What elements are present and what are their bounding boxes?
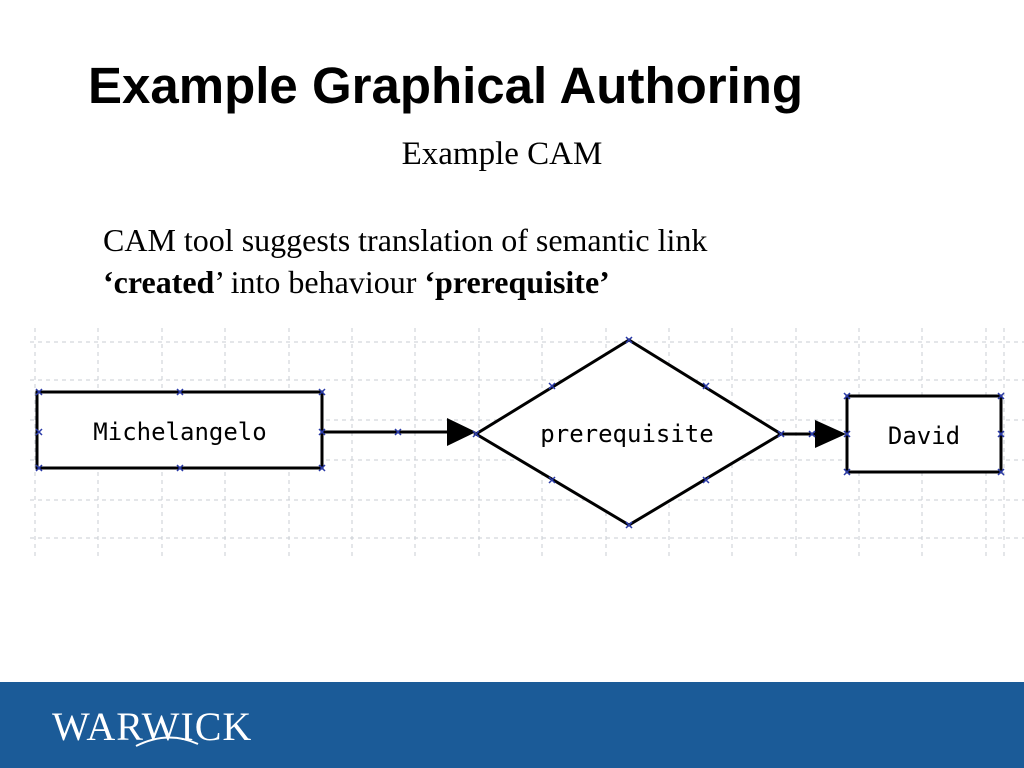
selection-handle-icon[interactable] <box>625 521 633 529</box>
term-created: created <box>113 264 215 300</box>
slide-subtitle: Example CAM <box>401 136 603 172</box>
selection-handle-icon[interactable] <box>808 430 816 438</box>
cam-diagram: Michelangelo prerequisite David <box>30 328 1024 556</box>
node-david-label: David <box>888 422 960 450</box>
body-line-2-mid: ’ into behaviour <box>214 264 425 300</box>
selection-handle-icon[interactable] <box>318 464 326 472</box>
node-prerequisite[interactable]: prerequisite <box>473 338 784 527</box>
arrowhead-1 <box>447 418 476 446</box>
body-text: CAM tool suggests translation of semanti… <box>103 219 707 303</box>
term-prerequisite: prerequisite <box>435 264 600 300</box>
node-michelangelo-label: Michelangelo <box>93 418 266 446</box>
body-quote-open: ‘ <box>103 264 114 300</box>
body-line-2: ‘created’ into behaviour ‘prerequisite’ <box>103 261 707 303</box>
node-michelangelo[interactable]: Michelangelo <box>35 390 324 470</box>
warwick-logo-swoosh <box>135 736 199 747</box>
body-line-1: CAM tool suggests translation of semanti… <box>103 222 708 258</box>
selection-handle-icon[interactable] <box>997 392 1005 400</box>
footer-bar: WARWICK <box>0 682 1024 768</box>
selection-handle-icon[interactable] <box>548 382 556 390</box>
selection-handle-icon[interactable] <box>318 428 326 436</box>
selection-handle-icon[interactable] <box>997 468 1005 476</box>
selection-handle-icon[interactable] <box>625 336 633 344</box>
selection-handle-icon[interactable] <box>843 430 851 438</box>
selection-handle-icon[interactable] <box>35 464 43 472</box>
selection-handle-icon[interactable] <box>394 428 402 436</box>
warwick-logo: WARWICK <box>52 704 252 749</box>
slide-title: Example Graphical Authoring <box>88 57 804 114</box>
selection-handle-icon[interactable] <box>35 428 43 436</box>
selection-handle-icon[interactable] <box>702 476 710 484</box>
node-prerequisite-label: prerequisite <box>540 420 713 448</box>
selection-handle-icon[interactable] <box>35 388 43 396</box>
selection-handle-icon[interactable] <box>176 388 184 396</box>
selection-handle-icon[interactable] <box>997 430 1005 438</box>
selection-handle-icon[interactable] <box>777 430 785 438</box>
selection-handle-icon[interactable] <box>318 388 326 396</box>
node-david[interactable]: David <box>845 394 1003 474</box>
selection-handle-icon[interactable] <box>176 464 184 472</box>
node-david-box[interactable] <box>845 394 1003 474</box>
selection-handle-icon[interactable] <box>548 476 556 484</box>
selection-handle-icon[interactable] <box>702 382 710 390</box>
term-prerequisite-close-quote: ’ <box>599 264 610 300</box>
selection-handle-icon[interactable] <box>843 468 851 476</box>
term-prerequisite-open-quote: ‘ <box>424 264 436 300</box>
warwick-logo-text: WARWICK <box>52 704 252 749</box>
arrowhead-2 <box>815 420 846 448</box>
selection-handles <box>35 336 1005 529</box>
selection-handle-icon[interactable] <box>843 392 851 400</box>
selection-handle-icon[interactable] <box>472 430 480 438</box>
